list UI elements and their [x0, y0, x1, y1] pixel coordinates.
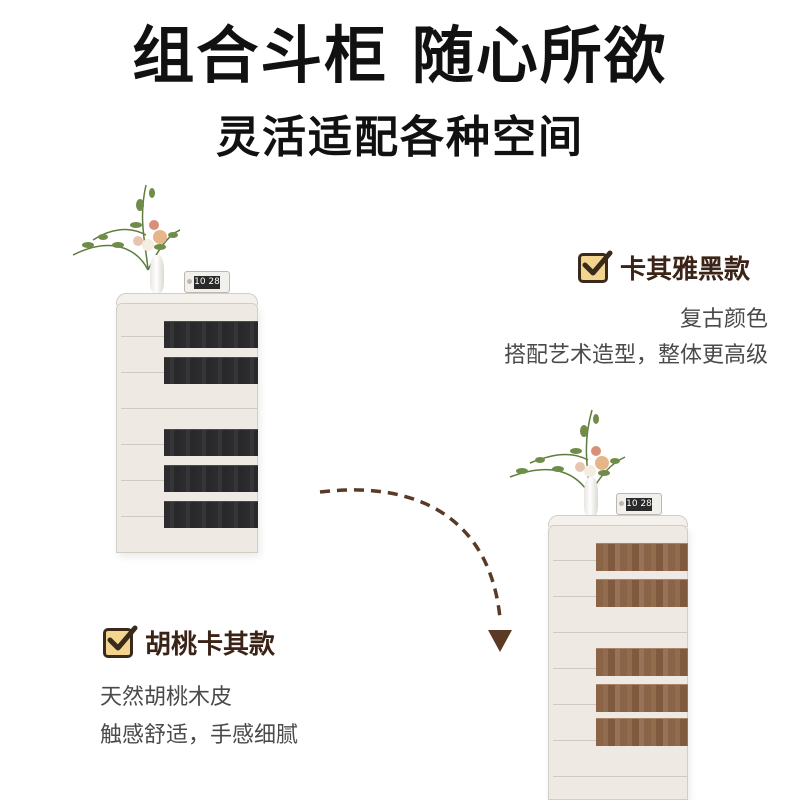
variant-walnut-desc-1: 天然胡桃木皮	[100, 685, 233, 710]
drawer-strip	[596, 579, 688, 607]
vase	[150, 255, 164, 293]
drawer-strip	[596, 684, 688, 712]
drawer-strip	[596, 648, 688, 676]
drawer-strip	[596, 718, 688, 746]
variant-black-name: 卡其雅黑款	[620, 255, 751, 285]
cabinet-black-product: 10 28	[72, 175, 280, 555]
drawer-strip	[164, 429, 258, 456]
checkbox-icon	[578, 250, 613, 283]
variant-black-desc-1: 复古颜色	[679, 307, 768, 332]
clock-display: 10 28	[194, 276, 220, 289]
flower-vase-icon	[72, 184, 181, 271]
clock-display: 10 28	[626, 498, 652, 511]
drawer-strip	[164, 321, 258, 348]
clock-icon: 10 28	[616, 493, 662, 515]
drawer-strip	[164, 357, 258, 384]
flower-vase-icon	[509, 409, 626, 496]
page-subtitle: 灵活适配各种空间	[216, 112, 584, 163]
cabinet-top	[548, 515, 688, 527]
variant-walnut-desc-2: 触感舒适，手感细腻	[100, 723, 299, 748]
vase	[584, 477, 598, 517]
page-title: 组合斗柜 随心所欲	[132, 19, 668, 92]
variant-black-label: 卡其雅黑款	[578, 249, 750, 286]
curved-arrow-icon	[319, 488, 512, 652]
drawer-strip	[596, 543, 688, 571]
drawer-strip	[164, 501, 258, 528]
drawer-strip	[164, 465, 258, 492]
variant-walnut-label: 胡桃卡其款	[103, 624, 275, 661]
cabinet-top	[116, 293, 258, 305]
checkbox-icon	[103, 625, 138, 658]
cabinet-walnut-product: 10 28	[500, 405, 700, 800]
clock-icon: 10 28	[184, 271, 230, 293]
variant-walnut-name: 胡桃卡其款	[145, 630, 276, 660]
variant-black-desc-2: 搭配艺术造型，整体更高级	[503, 343, 768, 368]
